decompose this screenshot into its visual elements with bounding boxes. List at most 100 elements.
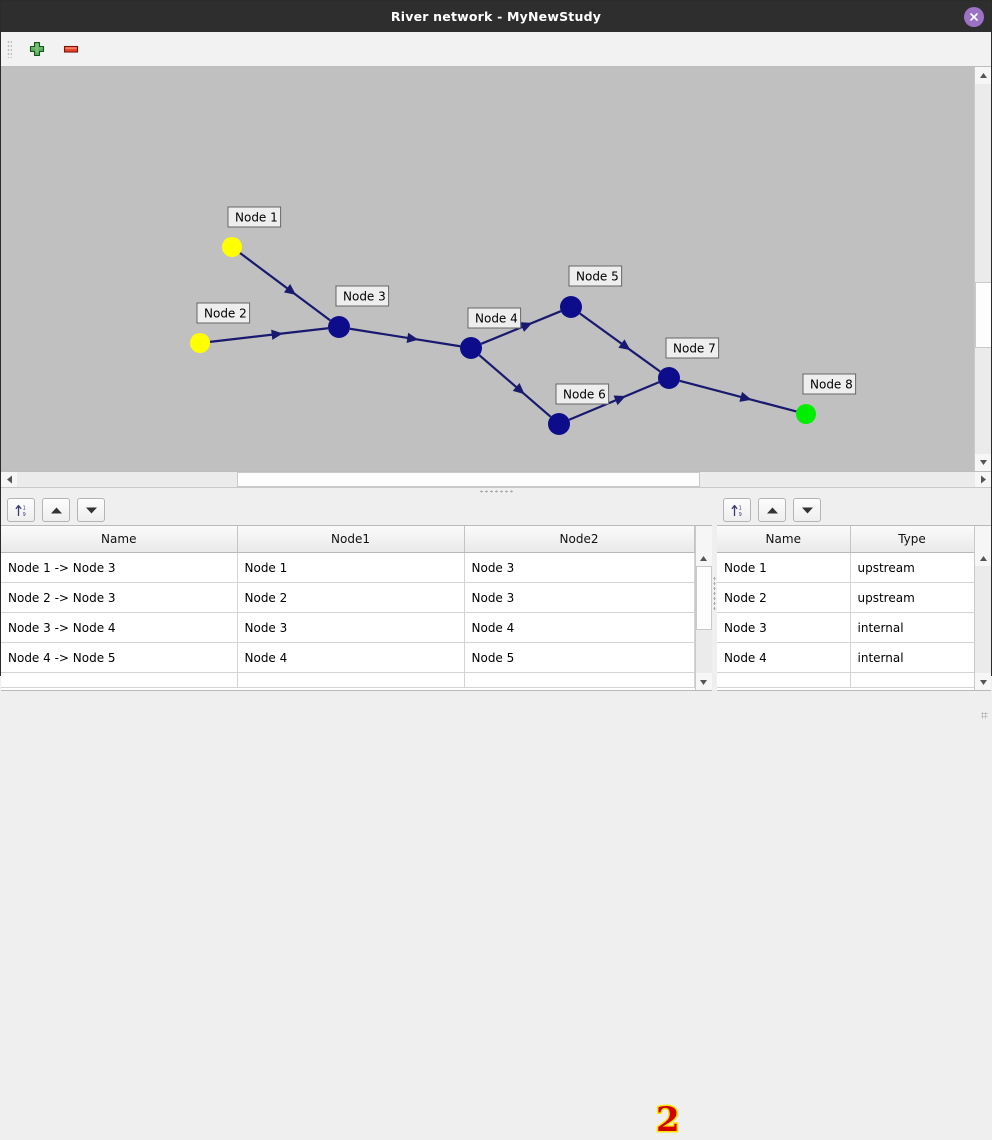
- canvas-hscroll-thumb[interactable]: [237, 472, 700, 487]
- horizontal-splitter[interactable]: [1, 488, 991, 495]
- table-cell[interactable]: upstream: [850, 552, 974, 583]
- graph-node-n7[interactable]: [658, 367, 680, 389]
- column-header-node1[interactable]: Node1: [237, 526, 465, 553]
- edge-n3-n4[interactable]: [349, 327, 461, 348]
- table-cell[interactable]: Node 2 -> Node 3: [1, 582, 238, 613]
- triangle-up-icon: [766, 507, 778, 513]
- nodes-move-down-button[interactable]: [793, 498, 821, 522]
- column-header-type[interactable]: Type: [850, 526, 974, 553]
- toolbar-drag-handle[interactable]: [7, 40, 12, 58]
- nodes-move-up-button[interactable]: [758, 498, 786, 522]
- svg-text:1: 1: [22, 505, 25, 511]
- table-cell[interactable]: Node 5: [464, 642, 695, 673]
- nodes-table-vertical-scrollbar[interactable]: [974, 526, 991, 690]
- nodes-sort-ascending-icon[interactable]: 1 9: [723, 498, 751, 522]
- table-cell[interactable]: Node 2: [237, 582, 465, 613]
- table-cell[interactable]: [464, 672, 695, 688]
- graph-node-n6[interactable]: [548, 413, 570, 435]
- scroll-right-arrow-icon[interactable]: [975, 472, 991, 487]
- table-cell[interactable]: [1, 672, 238, 688]
- vertical-splitter[interactable]: [711, 495, 717, 691]
- table-cell[interactable]: Node 1: [717, 552, 851, 583]
- resize-grip-icon[interactable]: [981, 712, 988, 719]
- canvas-horizontal-scrollbar[interactable]: [1, 472, 991, 488]
- table-row-empty[interactable]: [717, 672, 974, 688]
- graph-node-label-n5[interactable]: Node 5: [568, 265, 623, 287]
- table-cell[interactable]: Node 4: [464, 612, 695, 643]
- graph-node-label-n4[interactable]: Node 4: [467, 307, 522, 329]
- scroll-up-arrow-icon[interactable]: [975, 67, 991, 84]
- table-cell[interactable]: upstream: [850, 582, 974, 613]
- table-cell[interactable]: Node 3: [237, 612, 465, 643]
- graph-node-n8[interactable]: [796, 404, 816, 424]
- canvas-vscroll-thumb[interactable]: [975, 282, 991, 348]
- edge-n6-n7[interactable]: [568, 381, 660, 421]
- table-cell[interactable]: Node 1: [237, 552, 465, 583]
- graph-node-n4[interactable]: [460, 337, 482, 359]
- edge-n4-n6[interactable]: [478, 354, 552, 418]
- table-cell[interactable]: Node 4: [237, 642, 465, 673]
- table-cell[interactable]: Node 4: [717, 642, 851, 673]
- table-cell[interactable]: Node 4 -> Node 5: [1, 642, 238, 673]
- table-cell[interactable]: Node 3 -> Node 4: [1, 612, 238, 643]
- node-label-box: [467, 307, 522, 329]
- graph-node-n3[interactable]: [328, 316, 350, 338]
- links-scroll-down-arrow-icon[interactable]: [695, 674, 712, 690]
- table-cell[interactable]: [850, 672, 974, 688]
- nodes-scroll-down-arrow-icon[interactable]: [975, 674, 991, 690]
- move-down-button[interactable]: [77, 498, 105, 522]
- close-icon[interactable]: [964, 6, 984, 27]
- edge-n2-n3[interactable]: [209, 327, 329, 343]
- network-canvas[interactable]: Node 1 Node 2 Node 3 Node 4 Node 5 Node 6 Node…: [1, 67, 991, 472]
- scroll-left-arrow-icon[interactable]: [1, 472, 17, 487]
- node-label-text: Node 2: [204, 307, 247, 321]
- sort-ascending-icon[interactable]: 1 9: [7, 498, 35, 522]
- edge-n7-n8[interactable]: [679, 379, 797, 413]
- edge-n5-n7[interactable]: [579, 312, 661, 373]
- table-cell[interactable]: Node 3: [464, 582, 695, 613]
- graph-node-label-n2[interactable]: Node 2: [196, 302, 251, 324]
- column-header-name[interactable]: Name: [1, 526, 238, 553]
- graph-node-label-n8[interactable]: Node 8: [802, 373, 857, 395]
- table-cell[interactable]: [237, 672, 465, 688]
- table-cell[interactable]: Node 1 -> Node 3: [1, 552, 238, 583]
- graph-node-label-n1[interactable]: Node 1: [227, 206, 282, 228]
- links-scroll-up-arrow-icon[interactable]: [695, 550, 712, 566]
- river-network-graph: Node 1 Node 2 Node 3 Node 4 Node 5 Node 6 Node…: [190, 206, 857, 435]
- node-label-text: Node 6: [563, 388, 606, 402]
- graph-node-label-n3[interactable]: Node 3: [335, 285, 390, 307]
- links-table-vscroll-thumb[interactable]: [695, 566, 712, 630]
- graph-node-label-n6[interactable]: Node 6: [555, 383, 610, 405]
- table-cell[interactable]: [717, 672, 851, 688]
- scroll-down-arrow-icon[interactable]: [975, 454, 991, 471]
- column-header-node2[interactable]: Node2: [464, 526, 695, 553]
- table-row-empty[interactable]: [1, 672, 695, 688]
- nodes-scroll-up-arrow-icon[interactable]: [975, 550, 991, 566]
- table-cell[interactable]: internal: [850, 612, 974, 643]
- table-cell[interactable]: Node 3: [464, 552, 695, 583]
- links-table-vertical-scrollbar[interactable]: [694, 526, 712, 690]
- canvas-vertical-scrollbar[interactable]: [974, 67, 991, 471]
- graph-node-n1[interactable]: [222, 237, 242, 257]
- table-cell[interactable]: Node 2: [717, 582, 851, 613]
- column-header-name[interactable]: Name: [717, 526, 851, 553]
- graph-node-n5[interactable]: [560, 296, 582, 318]
- graph-node-label-n7[interactable]: Node 7: [665, 337, 720, 359]
- table-cell[interactable]: internal: [850, 642, 974, 673]
- table-cell[interactable]: Node 3: [717, 612, 851, 643]
- add-plus-icon[interactable]: [26, 38, 48, 60]
- remove-minus-icon[interactable]: [60, 38, 82, 60]
- edge-n1-n3[interactable]: [239, 252, 331, 322]
- move-up-button[interactable]: [42, 498, 70, 522]
- graph-node-n2[interactable]: [190, 333, 210, 353]
